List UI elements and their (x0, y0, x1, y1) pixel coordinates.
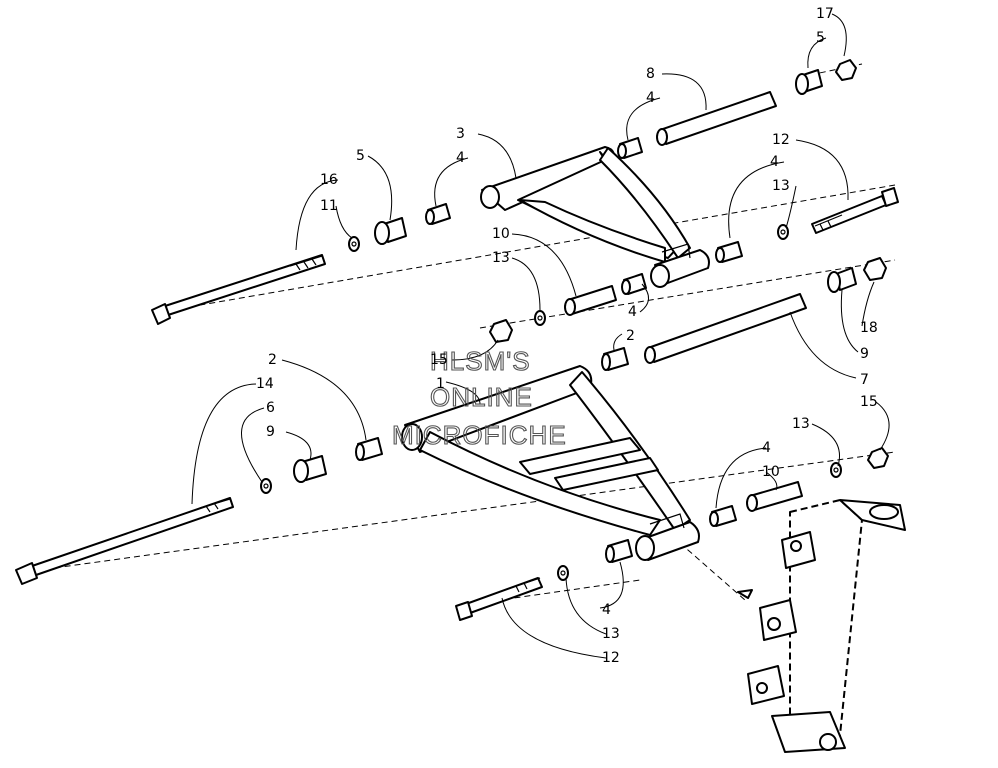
callout-4: 4 (646, 90, 655, 106)
callout-13: 13 (602, 626, 620, 642)
callout-10: 10 (492, 226, 510, 242)
long-bolt-lower-14 (15, 497, 234, 585)
watermark-line-1: HLSM'S (430, 346, 531, 376)
callout-5: 5 (356, 148, 365, 164)
hardware (260, 59, 889, 581)
callout-8: 8 (646, 66, 655, 82)
callout-10: 10 (762, 464, 780, 480)
callout-4: 4 (602, 602, 611, 618)
sleeve-10-upper (564, 285, 617, 316)
long-bolt-upper-16 (151, 254, 326, 325)
sleeve-10-lower (746, 481, 803, 512)
callout-5: 5 (816, 30, 825, 46)
watermark: HLSM'S ONLINE MICROFICHE (391, 345, 567, 450)
shaft-7 (644, 293, 807, 364)
callout-13: 13 (792, 416, 810, 432)
bolt-upper-right-12 (811, 187, 899, 234)
callout-9: 9 (266, 424, 275, 440)
watermark-line-3: MICROFICHE (392, 420, 567, 450)
callout-3: 3 (456, 126, 465, 142)
callout-9: 9 (860, 346, 869, 362)
callout-16: 16 (320, 172, 338, 188)
callout-13: 13 (492, 250, 510, 266)
callout-17: 17 (816, 6, 834, 22)
callout-15: 15 (430, 352, 448, 368)
bolt-lower-12 (455, 577, 543, 621)
callout-6: 6 (266, 400, 275, 416)
callout-12: 12 (602, 650, 620, 666)
callout-4: 4 (456, 150, 465, 166)
callout-18: 18 (860, 320, 878, 336)
leader-lines (191, 13, 890, 659)
frame-bracket (737, 499, 906, 753)
callout-2: 2 (268, 352, 277, 368)
shaft-8 (656, 91, 777, 146)
callout-4: 4 (770, 154, 779, 170)
upper-a-arm (480, 146, 710, 288)
callout-labels: 17 5 8 4 3 12 4 13 5 4 16 11 10 13 4 18 … (256, 6, 878, 666)
lower-a-arm (401, 365, 700, 561)
callout-13: 13 (772, 178, 790, 194)
watermark-line-2: ONLINE (430, 382, 533, 412)
callout-2: 2 (626, 328, 635, 344)
callout-14: 14 (256, 376, 274, 392)
callout-11: 11 (320, 198, 338, 214)
callout-7: 7 (860, 372, 869, 388)
callout-1: 1 (436, 376, 445, 392)
callout-4: 4 (628, 304, 637, 320)
callout-12: 12 (772, 132, 790, 148)
callout-4: 4 (762, 440, 771, 456)
callout-15: 15 (860, 394, 878, 410)
